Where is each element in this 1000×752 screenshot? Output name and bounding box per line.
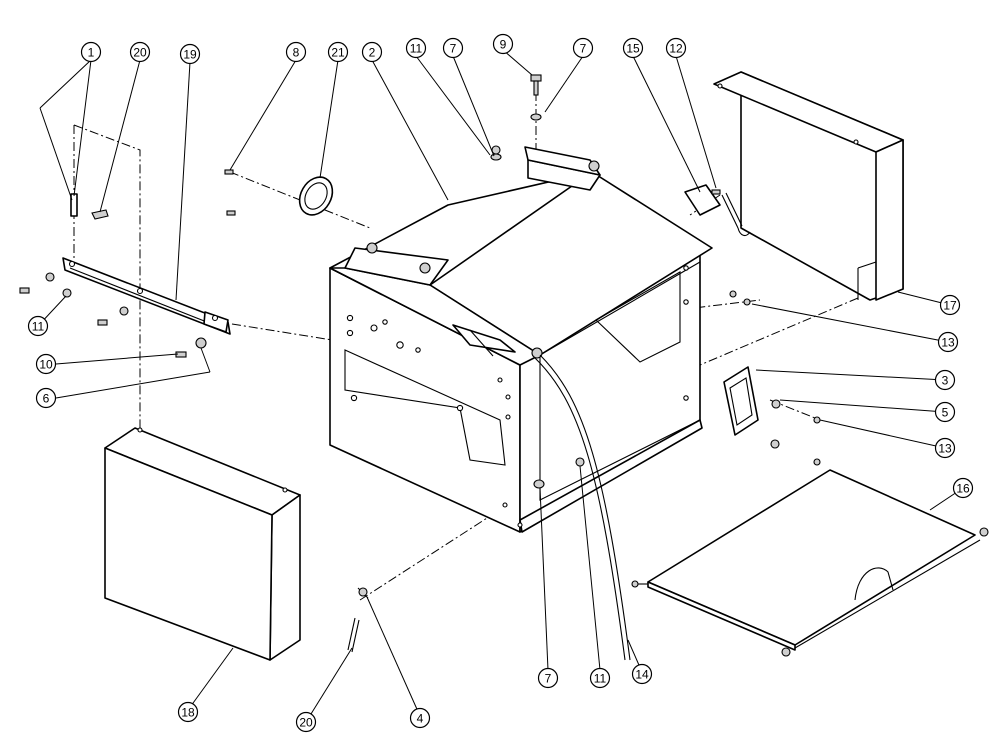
callout-circle <box>934 369 956 391</box>
part-3-bracket-plate <box>723 366 759 436</box>
part-17-rear-cover <box>713 71 904 301</box>
part-4-hinge-pin <box>357 587 369 599</box>
callout-circle <box>285 41 307 63</box>
callout-circle <box>492 33 514 55</box>
callout-number: 11 <box>410 42 423 56</box>
callout-16: 16 <box>952 477 974 499</box>
callout-circle <box>405 37 427 59</box>
callout-11: 11 <box>27 315 49 337</box>
callout-number: 7 <box>545 672 552 686</box>
callout-7: 7 <box>442 37 464 59</box>
callout-circle <box>665 37 687 59</box>
callout-circle <box>537 667 559 689</box>
callout-circle <box>934 401 956 423</box>
callout-7: 7 <box>537 667 559 689</box>
callout-15: 15 <box>622 37 644 59</box>
callout-circle <box>361 41 383 63</box>
callout-8: 8 <box>285 41 307 63</box>
callout-20: 20 <box>129 41 151 63</box>
callout-4: 4 <box>409 707 431 729</box>
callout-6: 6 <box>35 387 57 409</box>
callout-number: 19 <box>183 48 197 62</box>
callout-9: 9 <box>492 33 514 55</box>
callout-number: 12 <box>669 42 683 56</box>
callout-circle <box>622 37 644 59</box>
callout-20: 20 <box>295 711 317 733</box>
callout-circle <box>939 294 961 316</box>
callout-circle <box>631 663 653 685</box>
callout-number: 17 <box>943 299 957 313</box>
callout-2: 2 <box>361 41 383 63</box>
callout-number: 2 <box>369 46 376 60</box>
callout-circle <box>327 41 349 63</box>
callout-11: 11 <box>405 37 427 59</box>
callout-circle <box>409 707 431 729</box>
callout-number: 11 <box>32 320 45 334</box>
callouts: 1 20 19 8 21 2 11 7 9 7 15 12 17 13 3 5 13 16 11 10 6 18 20 4 7 1… <box>27 33 974 733</box>
part-20-clip-lower <box>347 617 360 653</box>
part-1-pin-upper <box>70 193 109 220</box>
callout-number: 13 <box>941 336 955 350</box>
callout-12: 12 <box>665 37 687 59</box>
callout-number: 18 <box>181 706 195 720</box>
part-14-cable <box>534 354 631 661</box>
callout-number: 7 <box>450 42 457 56</box>
callout-19: 19 <box>179 43 201 65</box>
callout-number: 15 <box>626 42 640 56</box>
callout-3: 3 <box>934 369 956 391</box>
callout-number: 20 <box>133 46 147 60</box>
callout-circle <box>80 41 102 63</box>
callout-number: 4 <box>417 712 424 726</box>
callout-number: 20 <box>299 716 313 730</box>
part-2-main-cabinet <box>329 146 713 533</box>
callout-21: 21 <box>327 41 349 63</box>
callout-number: 1 <box>88 46 95 60</box>
part-16-bottom-tray <box>631 469 989 657</box>
part-15-latch <box>684 184 751 237</box>
callout-number: 8 <box>293 46 300 60</box>
callout-10: 10 <box>35 353 57 375</box>
callout-number: 13 <box>938 442 952 456</box>
callout-14: 14 <box>631 663 653 685</box>
callout-circle <box>937 331 959 353</box>
part-18-side-cover <box>104 427 301 661</box>
callout-number: 21 <box>331 46 345 60</box>
callout-13: 13 <box>937 331 959 353</box>
callout-circle <box>442 37 464 59</box>
callout-number: 10 <box>39 358 53 372</box>
callout-1: 1 <box>80 41 102 63</box>
callout-circle <box>572 37 594 59</box>
callout-number: 9 <box>500 38 507 52</box>
callout-17: 17 <box>939 294 961 316</box>
callout-circle <box>295 711 317 733</box>
callout-number: 5 <box>942 406 949 420</box>
callout-number: 16 <box>956 482 970 496</box>
callout-circle <box>589 667 611 689</box>
callout-5: 5 <box>934 401 956 423</box>
callout-number: 3 <box>942 374 949 388</box>
part-19-hinge-bar <box>62 257 231 335</box>
callout-circle <box>179 43 201 65</box>
callout-number: 14 <box>635 668 649 682</box>
callout-13: 13 <box>934 437 956 459</box>
callout-7: 7 <box>572 37 594 59</box>
callout-circle <box>952 477 974 499</box>
leader-lines <box>37 49 964 723</box>
callout-number: 6 <box>43 392 50 406</box>
callout-number: 7 <box>580 42 587 56</box>
callout-circle <box>35 387 57 409</box>
callout-circle <box>177 701 199 723</box>
callout-circle <box>35 353 57 375</box>
hardware <box>19 74 821 489</box>
part-21-grommet <box>298 176 334 216</box>
callout-circle <box>27 315 49 337</box>
callout-11: 11 <box>589 667 611 689</box>
callout-circle <box>934 437 956 459</box>
callout-circle <box>129 41 151 63</box>
callout-number: 11 <box>594 672 607 686</box>
callout-18: 18 <box>177 701 199 723</box>
